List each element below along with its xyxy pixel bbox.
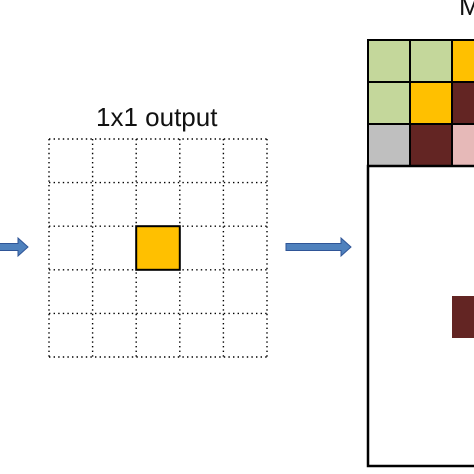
right-panel-cell: [451, 123, 474, 167]
right-panel-cell: [451, 81, 474, 125]
right-panel-cell: [409, 81, 453, 125]
right-panel-cell: [367, 39, 411, 83]
right-panel-cell: [409, 39, 453, 83]
right-panel-cell: [367, 123, 411, 167]
left-arrow-group: [0, 236, 29, 258]
output-grid: [48, 138, 268, 358]
middle-arrow-group: [285, 236, 352, 258]
left-arrow: [0, 236, 29, 258]
middle-arrow: [285, 236, 352, 258]
right-panel-title-partial: M: [459, 0, 474, 21]
output-highlight-cell: [135, 225, 181, 271]
output-title: 1x1 output: [96, 102, 218, 132]
right-panel-cell: [409, 123, 453, 167]
right-panel-center-cell: [452, 296, 474, 338]
right-panel-cell: [367, 81, 411, 125]
right-panel-cell: [451, 39, 474, 83]
right-panel: [366, 39, 474, 468]
